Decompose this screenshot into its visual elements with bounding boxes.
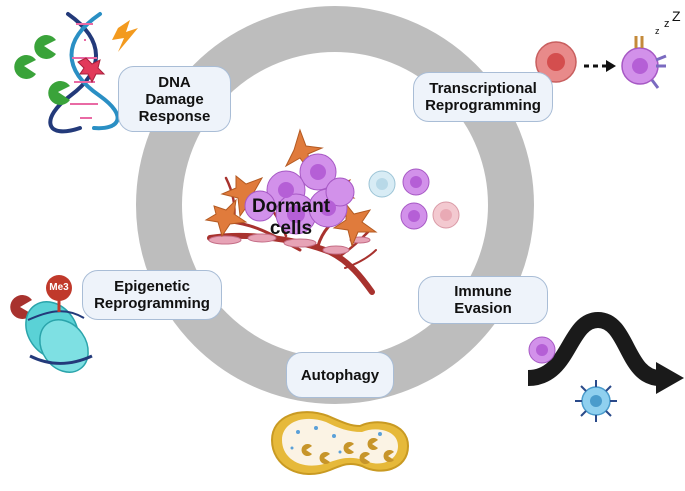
dormant-cell-icon [528, 336, 556, 364]
endothelial-cells [208, 233, 371, 255]
center-label: Dormant cells [236, 196, 346, 240]
methyl-mark-icon [46, 275, 72, 301]
immune-line1: Immune [454, 283, 512, 300]
sleep-z-medium: z [664, 18, 670, 30]
dna-damage-response-box: DNA Damage Response [118, 66, 231, 132]
receptor-icon-2 [650, 54, 667, 89]
dna-helix-icon [48, 12, 120, 134]
immune-line2: Evasion [454, 300, 512, 317]
cargo-pacman-icons [301, 438, 394, 464]
dna-damage-line1: DNA [158, 73, 191, 91]
transcriptional-reprogramming-box: Transcriptional Reprogramming [413, 72, 553, 122]
immune-evasion-box: Immune Evasion [418, 276, 548, 324]
receptor-icon [634, 36, 644, 48]
histone-mark-label: Me3 [49, 282, 69, 293]
epigenetic-line1: Epigenetic [114, 278, 190, 295]
sleep-z-small: z [655, 26, 660, 36]
cargo-particles [290, 426, 382, 454]
dna-break-star-icon [77, 57, 106, 84]
sleep-z-large: Z [672, 8, 681, 24]
transcriptional-line1: Transcriptional [429, 80, 537, 97]
transcriptional-line2: Reprogramming [425, 97, 541, 114]
epigenetic-line2: Reprogramming [94, 295, 210, 312]
reader-protein-pacman-icon [10, 295, 32, 319]
nucleosome-icon [25, 301, 93, 373]
dormant-cell-nuclei [278, 164, 336, 223]
center-label-line1: Dormant [251, 196, 331, 217]
dna-damage-line2: Damage [145, 90, 204, 108]
immune-cell-icon [575, 380, 617, 422]
evasion-arrow [527, 312, 662, 386]
active-cell-icon [535, 41, 577, 83]
lightning-bolt-icon [112, 20, 138, 52]
repair-protein-pacman-icon [14, 35, 70, 106]
center-label-line2: cells [269, 218, 313, 239]
epigenetic-reprogramming-box: Epigenetic Reprogramming [82, 270, 222, 320]
autophagosome-icon [270, 411, 410, 475]
autophagy-box: Autophagy [286, 352, 394, 398]
autophagy-line1: Autophagy [300, 366, 380, 384]
dna-damage-line3: Response [138, 107, 211, 125]
